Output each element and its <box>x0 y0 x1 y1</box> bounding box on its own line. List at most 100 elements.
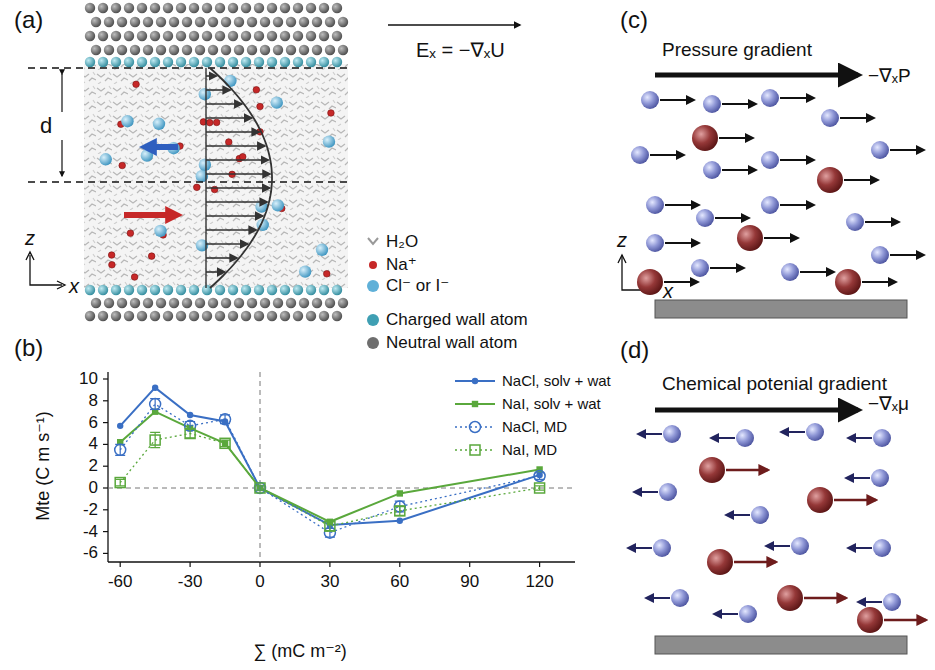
tick-label: -60 <box>108 573 133 592</box>
velocity-arrow <box>848 547 872 549</box>
wall-atom <box>221 298 231 308</box>
wall-atom <box>124 3 134 13</box>
wall-atom <box>299 298 309 308</box>
error-bar <box>150 399 160 410</box>
wall-atom <box>176 31 186 41</box>
wall-atom <box>338 17 348 27</box>
data-point <box>255 483 266 494</box>
wall-atom <box>98 31 108 41</box>
wall-atom <box>280 31 290 41</box>
wall-atom <box>332 57 342 67</box>
tick-label: -30 <box>178 573 203 592</box>
wall-atom <box>85 311 95 321</box>
wall-atom <box>130 298 140 308</box>
wall-atom <box>176 57 186 67</box>
small-particle <box>761 151 779 169</box>
velocity-arrow <box>884 619 926 621</box>
anion <box>121 115 133 127</box>
wall-atom <box>124 285 134 295</box>
wall-atom <box>254 311 264 321</box>
error-bar <box>115 444 125 455</box>
sodium-ion <box>131 274 138 281</box>
large-particle <box>737 225 763 251</box>
tick <box>103 509 108 510</box>
wall-atom <box>156 298 166 308</box>
tick <box>469 562 470 567</box>
wall-atom <box>280 3 290 13</box>
wall-atom <box>215 311 225 321</box>
error-bar <box>535 486 545 490</box>
velocity-arrow <box>726 514 750 516</box>
data-line <box>120 412 539 522</box>
small-particle <box>659 483 677 501</box>
wall-atom <box>91 45 101 55</box>
velocity-arrow <box>206 117 251 119</box>
small-particle <box>821 109 839 127</box>
wall-atom <box>143 45 153 55</box>
velocity-arrow <box>714 613 738 615</box>
velocity-arrow <box>665 204 699 206</box>
wall-atom <box>208 298 218 308</box>
large-particle <box>699 457 725 483</box>
wall-atom <box>306 311 316 321</box>
anion <box>100 153 112 165</box>
wall-atom <box>195 17 205 27</box>
wall-atom <box>306 31 316 41</box>
velocity-arrow <box>858 601 882 603</box>
velocity-arrow <box>711 437 735 439</box>
sodium-ion <box>323 270 330 277</box>
wall-atom <box>189 31 199 41</box>
wall-atom <box>98 3 108 13</box>
cation-arrow <box>124 212 176 218</box>
wall-atom <box>91 298 101 308</box>
sodium-ion <box>225 139 232 146</box>
wall-atom <box>195 298 205 308</box>
sodium-ion <box>253 86 260 93</box>
small-particle <box>883 593 901 611</box>
wall-atom <box>169 17 179 27</box>
tick <box>399 562 400 567</box>
wall-atom <box>228 57 238 67</box>
wall-atom <box>202 3 212 13</box>
data-point <box>470 445 480 455</box>
velocity-arrow <box>780 204 814 206</box>
anion <box>141 149 153 161</box>
wall-atom <box>163 285 173 295</box>
dashed-line <box>28 67 350 68</box>
tick <box>190 562 191 567</box>
dashed-line <box>28 181 350 182</box>
axes-heads <box>26 252 65 289</box>
large-particle <box>817 167 843 193</box>
dimension-arrow <box>61 140 62 176</box>
velocity-arrow <box>634 491 658 493</box>
tick-label: 4 <box>89 435 98 454</box>
wall-atom <box>332 31 342 41</box>
wall-atom <box>319 285 329 295</box>
wall-atom <box>325 45 335 55</box>
small-particle <box>871 141 889 159</box>
anion <box>316 244 328 256</box>
anion <box>271 96 283 108</box>
wall-atom <box>117 298 127 308</box>
velocity-arrow <box>846 477 870 479</box>
data-point <box>255 483 265 493</box>
wall-atom <box>176 285 186 295</box>
legend-label: Charged wall atom <box>386 311 528 330</box>
panel-letter: (c) <box>620 7 648 33</box>
tick-label: -2 <box>83 500 98 519</box>
wall-atom <box>137 311 147 321</box>
velocity-arrow <box>764 237 798 239</box>
wall-atom <box>156 17 166 27</box>
anion <box>224 75 236 87</box>
wall-atoms <box>85 3 348 321</box>
axes <box>30 255 62 285</box>
panel-letter: (d) <box>620 337 649 363</box>
label: d <box>40 114 52 138</box>
velocity-arrow <box>848 437 872 439</box>
zero-line <box>260 372 261 562</box>
velocity-arrow <box>734 561 776 563</box>
wall-atom <box>254 57 264 67</box>
wall-atom <box>293 57 303 67</box>
anion-arrow <box>146 144 178 150</box>
